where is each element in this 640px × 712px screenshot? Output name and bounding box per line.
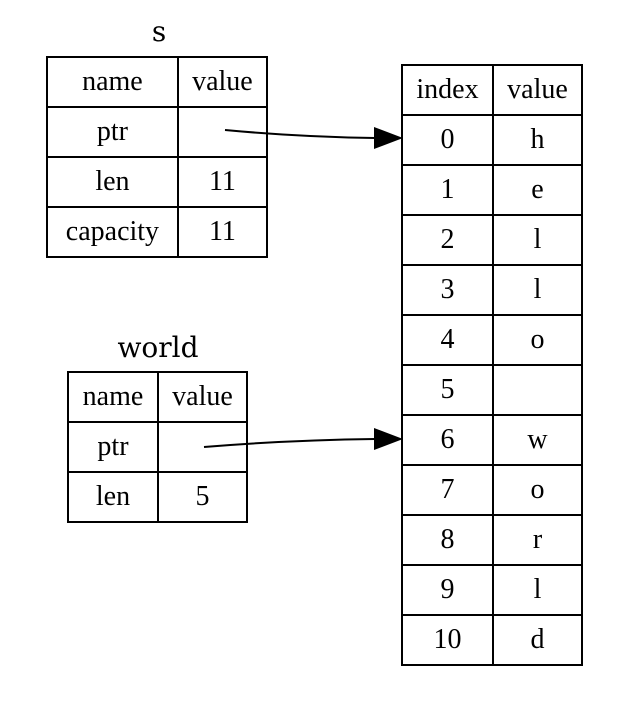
heap-index: 9 bbox=[401, 564, 494, 616]
heap-value: o bbox=[491, 314, 584, 366]
world-ptr-arrow bbox=[203, 438, 376, 448]
heap-value: l bbox=[491, 264, 584, 316]
s-len-name: len bbox=[46, 156, 179, 208]
heap-header-index: index bbox=[401, 64, 494, 116]
heap-header-row: index value bbox=[401, 64, 584, 116]
heap-value: o bbox=[491, 464, 584, 516]
s-ptr-arrowhead bbox=[374, 127, 403, 149]
heap-index: 4 bbox=[401, 314, 494, 366]
world-len-name: len bbox=[67, 471, 159, 523]
s-row-ptr: ptr bbox=[46, 106, 269, 158]
heap-index: 0 bbox=[401, 114, 494, 166]
world-row-ptr: ptr bbox=[67, 421, 249, 473]
heap-header-value: value bbox=[491, 64, 584, 116]
heap-value: w bbox=[491, 414, 584, 466]
heap-value: h bbox=[491, 114, 584, 166]
heap-index: 2 bbox=[401, 214, 494, 266]
world-title: world bbox=[117, 331, 199, 364]
world-header-value: value bbox=[156, 371, 249, 423]
s-ptr-arrow bbox=[224, 129, 376, 139]
world-header-row: name value bbox=[67, 371, 249, 423]
heap-value: r bbox=[491, 514, 584, 566]
heap-value bbox=[491, 364, 584, 416]
heap-value: l bbox=[491, 564, 584, 616]
heap-index: 10 bbox=[401, 614, 494, 666]
s-row-len: len 11 bbox=[46, 156, 269, 208]
heap-index: 1 bbox=[401, 164, 494, 216]
heap-index: 7 bbox=[401, 464, 494, 516]
world-ptr-arrowhead bbox=[374, 428, 403, 450]
heap-value: e bbox=[491, 164, 584, 216]
heap-index: 3 bbox=[401, 264, 494, 316]
heap-row: 5 bbox=[401, 364, 584, 416]
s-header-value: value bbox=[176, 56, 269, 108]
world-len-value: 5 bbox=[156, 471, 249, 523]
world-row-len: len 5 bbox=[67, 471, 249, 523]
s-len-value: 11 bbox=[176, 156, 269, 208]
s-header-name: name bbox=[46, 56, 179, 108]
heap-index: 8 bbox=[401, 514, 494, 566]
world-header-name: name bbox=[67, 371, 159, 423]
s-title: s bbox=[151, 15, 167, 48]
s-table: name value ptr len 11 capacity 11 bbox=[46, 56, 269, 258]
s-header-row: name value bbox=[46, 56, 269, 108]
s-row-capacity: capacity 11 bbox=[46, 206, 269, 258]
s-capacity-value: 11 bbox=[176, 206, 269, 258]
world-ptr-value bbox=[156, 421, 249, 473]
heap-index: 6 bbox=[401, 414, 494, 466]
s-ptr-name: ptr bbox=[46, 106, 179, 158]
world-table: name value ptr len 5 bbox=[67, 371, 249, 523]
s-capacity-name: capacity bbox=[46, 206, 179, 258]
heap-index: 5 bbox=[401, 364, 494, 416]
heap-value: l bbox=[491, 214, 584, 266]
heap-value: d bbox=[491, 614, 584, 666]
world-ptr-name: ptr bbox=[67, 421, 159, 473]
